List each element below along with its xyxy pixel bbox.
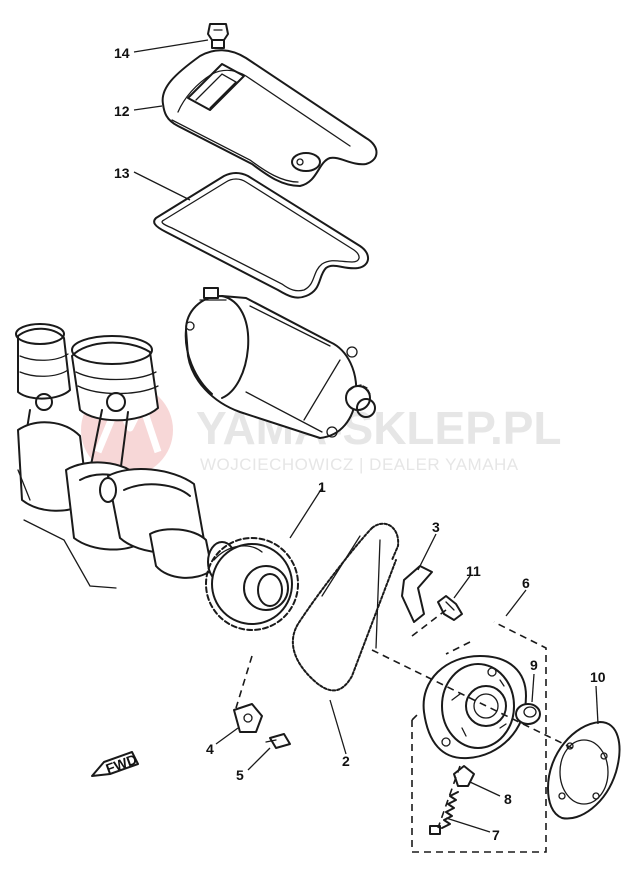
spring-part bbox=[429, 791, 459, 835]
starter-clutch-part bbox=[422, 655, 527, 760]
callout-labels: 14 12 13 1 3 11 6 9 10 4 2 5 8 7 bbox=[114, 45, 606, 843]
starter-chain-part bbox=[291, 522, 400, 692]
clutch-bolt-part bbox=[437, 595, 463, 621]
clutch-washer-part bbox=[547, 721, 621, 820]
chain-guide-part bbox=[401, 565, 433, 623]
callout-14: 14 bbox=[114, 45, 130, 61]
callout-2: 2 bbox=[342, 753, 350, 769]
crankshaft-pistons-part bbox=[15, 323, 237, 589]
roller-part bbox=[515, 703, 541, 725]
callout-13: 13 bbox=[114, 165, 130, 181]
callout-1: 1 bbox=[318, 479, 326, 495]
cover-gasket-part bbox=[153, 172, 369, 299]
callout-9: 9 bbox=[530, 657, 538, 673]
callout-6: 6 bbox=[522, 575, 530, 591]
cover-bolt-part bbox=[207, 23, 229, 49]
fwd-label: FWD bbox=[104, 751, 139, 777]
leader-lines bbox=[133, 39, 599, 833]
chain-stopper-part bbox=[233, 703, 263, 733]
callout-3: 3 bbox=[432, 519, 440, 535]
callout-4: 4 bbox=[206, 741, 214, 757]
cover-part bbox=[161, 49, 378, 187]
callout-7: 7 bbox=[492, 827, 500, 843]
watermark-subtitle: WOJCIECHOWICZ | DEALER YAMAHA bbox=[200, 455, 519, 474]
fwd-direction-icon: FWD bbox=[91, 751, 139, 777]
callout-8: 8 bbox=[504, 791, 512, 807]
starter-sprocket-part bbox=[205, 537, 299, 631]
stopper-bolt-part bbox=[265, 733, 291, 749]
starter-motor-part bbox=[184, 287, 376, 439]
assembly-guides bbox=[235, 609, 573, 853]
callout-10: 10 bbox=[590, 669, 606, 685]
callout-12: 12 bbox=[114, 103, 130, 119]
callout-5: 5 bbox=[236, 767, 244, 783]
callout-11: 11 bbox=[466, 563, 481, 579]
